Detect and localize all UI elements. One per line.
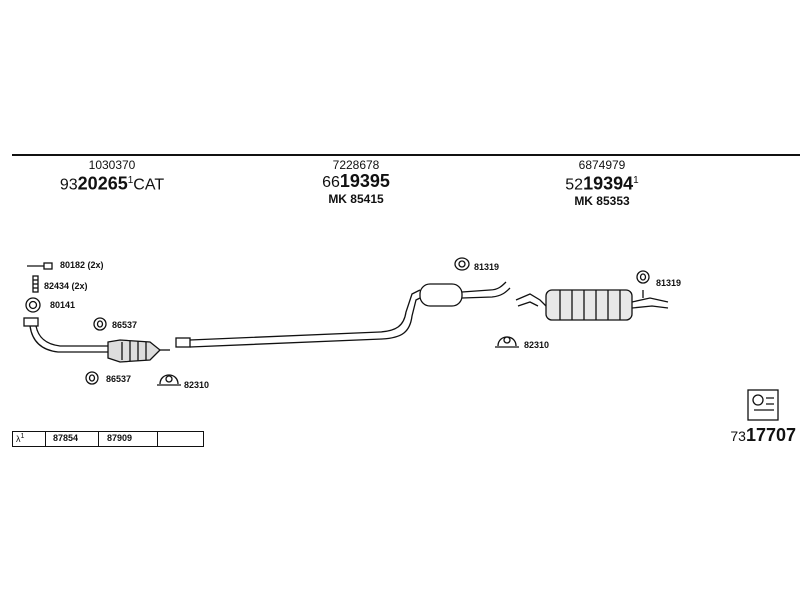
reference-number: 7317707 — [730, 425, 796, 445]
lambda-symbol: λ1 — [16, 433, 25, 444]
label-81319: 81319 — [474, 262, 500, 272]
label-82310: 82310 — [524, 340, 550, 350]
mounting-kit: MK 85415 — [328, 192, 384, 206]
oe-number: 6874979 — [578, 158, 626, 172]
header-middle-silencer: 7228678 6619395 MK 85415 — [276, 158, 436, 206]
header-rear-silencer: 6874979 52193941 MK 85353 — [522, 158, 682, 208]
oe-number: 1030370 — [88, 158, 136, 172]
top-rule — [12, 154, 800, 156]
part-number: 93202651CAT — [59, 173, 165, 194]
clamp-icon — [495, 336, 519, 348]
mounting-kit: MK 85353 — [574, 194, 630, 209]
rubber-mount-icon — [85, 371, 99, 385]
label-81319: 81319 — [656, 278, 682, 288]
label-82310: 82310 — [184, 380, 210, 390]
label-80141: 80141 — [50, 300, 76, 310]
rubber-mount-icon — [454, 257, 470, 271]
fitting-guide-icon — [747, 389, 779, 421]
catalytic-converter-icon — [23, 317, 170, 363]
label-82434: 82434 (2x) — [44, 281, 88, 291]
middle-silencer-icon — [175, 281, 511, 348]
gasket-icon — [32, 275, 39, 293]
part-number: 6619395 — [322, 171, 390, 191]
gasket-icon — [25, 297, 41, 313]
oe-number: 7228678 — [332, 158, 380, 172]
header-catalyst: 1030370 93202651CAT — [32, 158, 192, 194]
rubber-mount-icon — [636, 270, 650, 298]
label-86537: 86537 — [106, 374, 132, 384]
label-80182: 80182 (2x) — [60, 260, 104, 270]
clamp-icon — [157, 374, 181, 386]
part-number: 52193941 — [565, 173, 639, 194]
bolt-icon — [27, 262, 53, 270]
lambda-sensor-table: λ1 87854 87909 — [12, 431, 204, 447]
lambda-part-2: 87909 — [107, 433, 133, 443]
lambda-part-1: 87854 — [53, 433, 79, 443]
rear-silencer-icon — [515, 289, 669, 321]
rubber-mount-icon — [93, 317, 107, 331]
label-86537: 86537 — [112, 320, 138, 330]
